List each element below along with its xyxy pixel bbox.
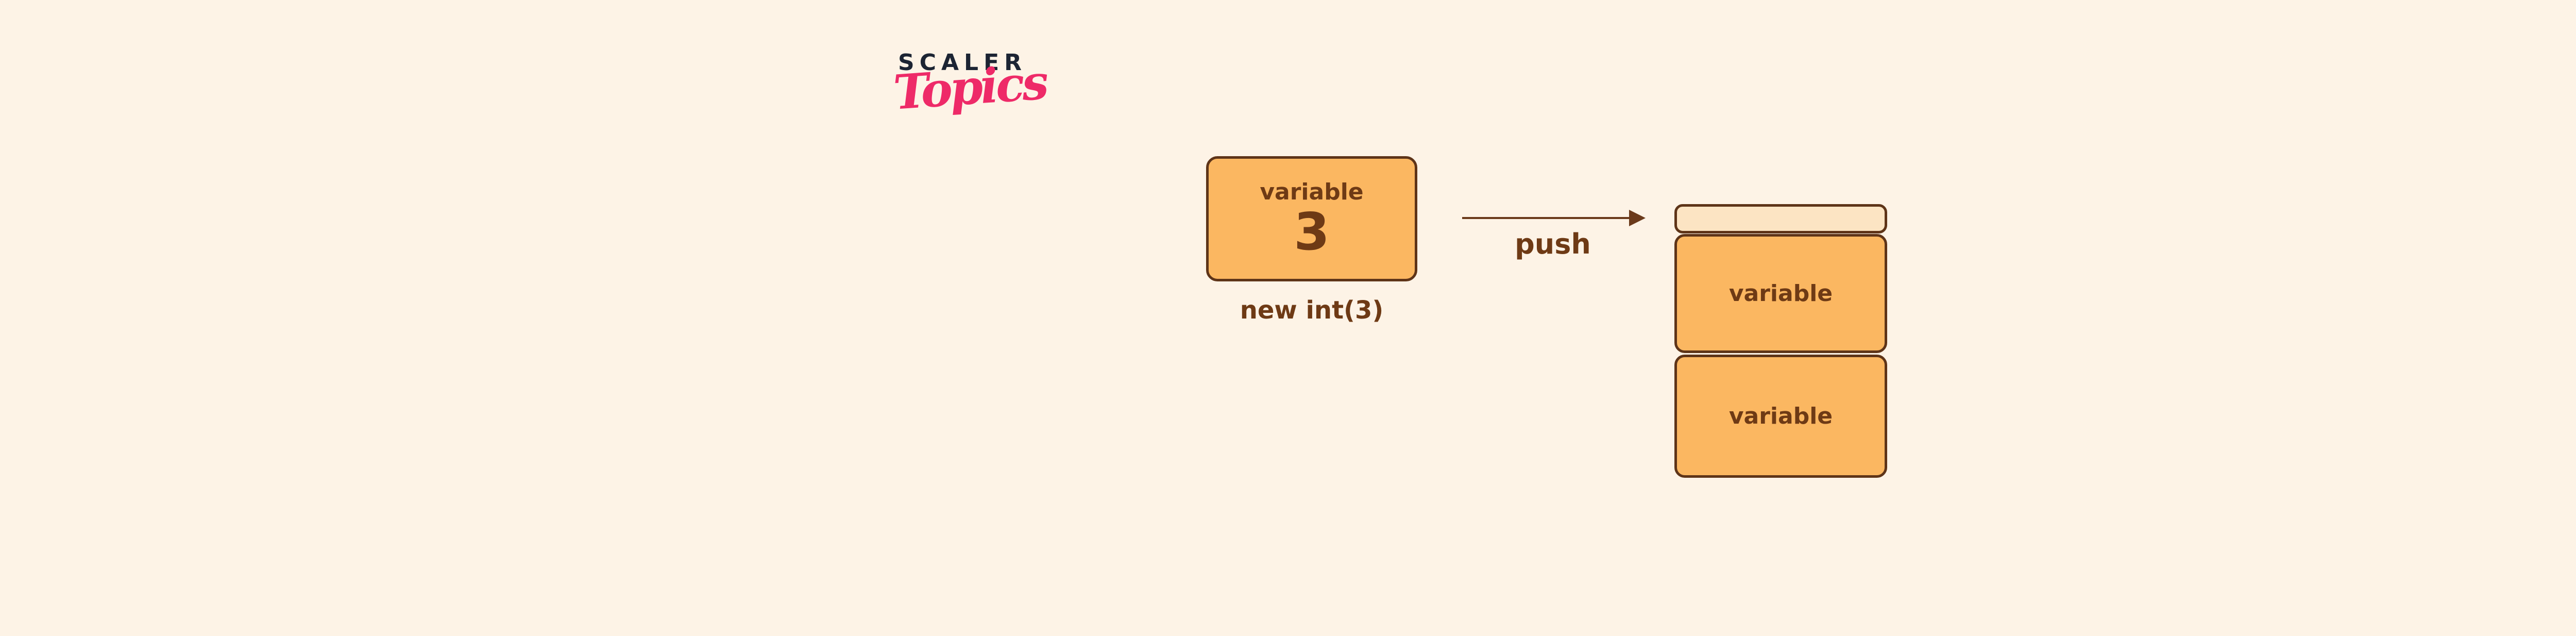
stack-item-label: variable <box>1728 280 1833 307</box>
push-arrow-head-icon <box>1629 210 1646 226</box>
stack-empty-slot <box>1674 204 1887 233</box>
value-box-value: 3 <box>1294 201 1330 262</box>
new-int-caption: new int(3) <box>1240 296 1384 325</box>
stack-item: variable <box>1674 355 1887 478</box>
push-label: push <box>1515 228 1591 260</box>
value-box-type-label: variable <box>1260 179 1364 206</box>
logo-brand-text: SCALER <box>898 49 1027 76</box>
new-value-box: variable 3 <box>1206 156 1417 281</box>
stack-item: variable <box>1674 234 1887 353</box>
stack: variable variable <box>1674 204 1887 480</box>
scaler-topics-logo: SCALER Topics <box>892 49 1048 155</box>
logo-script-text: Topics <box>891 54 1048 121</box>
push-arrow <box>1462 210 1646 226</box>
stack-item-label: variable <box>1728 403 1833 429</box>
